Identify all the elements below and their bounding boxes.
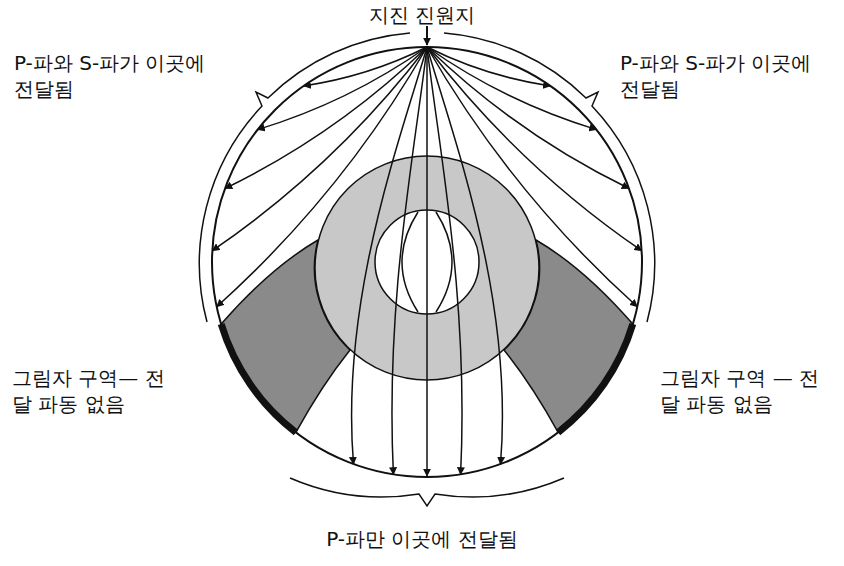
bracket xyxy=(444,33,655,322)
seismic-ray xyxy=(352,47,427,464)
seismic-ray xyxy=(427,47,550,86)
shadow-arc xyxy=(558,324,633,432)
label-text: P-파와 S-파가 이곳에 전달됨 xyxy=(620,50,825,102)
ray-path xyxy=(402,212,418,312)
label-text: P-파만 이곳에 전달됨 xyxy=(0,526,844,552)
seismic-ray xyxy=(217,47,427,307)
seismic-rays xyxy=(212,47,641,476)
seismic-ray xyxy=(212,47,427,251)
label-text: 지진 진원지 xyxy=(0,2,844,28)
seismic-ray xyxy=(427,47,462,474)
label-text: 그림자 구역 — 전달 파동 없음 xyxy=(660,365,835,417)
seismic-ray xyxy=(304,47,427,86)
seismic-ray xyxy=(225,47,427,189)
label-text: P-파와 S-파가 이곳에 전달됨 xyxy=(14,50,219,102)
ray-path xyxy=(436,212,452,312)
seismic-ray xyxy=(426,47,428,476)
seismic-ray xyxy=(427,47,629,189)
seismic-ray xyxy=(427,47,637,307)
label-text: 그림자 구역— 전달 파동 없음 xyxy=(12,365,182,417)
epicenter-arrow xyxy=(426,26,428,45)
bracket xyxy=(199,33,410,322)
seismic-ray xyxy=(392,47,427,474)
shadow-arc xyxy=(221,324,296,432)
bracket xyxy=(290,478,564,506)
seismic-ray xyxy=(427,47,502,464)
earth-outline xyxy=(212,47,642,477)
seismic-ray xyxy=(427,47,642,251)
